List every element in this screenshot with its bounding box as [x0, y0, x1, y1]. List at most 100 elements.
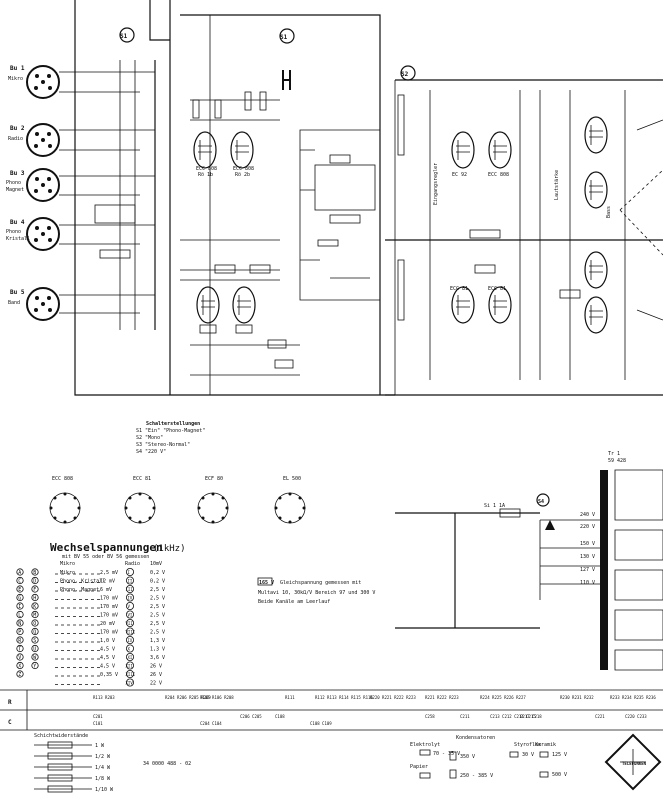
c-group-label: C108 C109	[310, 721, 332, 726]
row-circle-label: I	[128, 570, 131, 575]
svg-text:EC 92: EC 92	[452, 172, 467, 178]
trafo-core	[600, 470, 608, 670]
socket-bu5-label: Bu 5	[10, 289, 25, 296]
tube-v10	[584, 251, 608, 289]
label-bass: Bass	[606, 206, 612, 218]
row-marker-left: T	[18, 647, 21, 653]
socket-bu1-sub: Mikro	[8, 76, 23, 82]
svg-text:Papier: Papier	[410, 764, 428, 770]
resistor-legend: Schichtwiderstände 1 W1/2 W1/4 W1/8 W1/1…	[34, 733, 114, 793]
resistor-symbol	[47, 741, 73, 749]
svg-text:Tr 1: Tr 1	[608, 451, 620, 457]
svg-text:S1 "Ein" "Phono-Magnet": S1 "Ein" "Phono-Magnet"	[136, 428, 205, 434]
r-group-label: R204 R206 R205 R209	[165, 695, 211, 700]
row-value: 4,5 V	[100, 647, 115, 653]
row-marker-right: U	[33, 647, 36, 653]
row-description: Mikro	[60, 570, 75, 576]
row-circle-label: II	[128, 579, 133, 584]
capacitor-legend: Kondensatoren Elektrolyt 70 - 35 V 350 V…	[410, 735, 567, 779]
row-value: 12 mV	[100, 579, 115, 585]
socket-bu2-label: Bu 2	[10, 125, 25, 132]
row-circle-label: X	[128, 647, 131, 652]
c-group-label: C221	[595, 714, 605, 719]
socket-bu3-sub: Phono	[6, 180, 21, 186]
row-circle-label: XIII	[126, 672, 136, 677]
row-output: 1,3 V	[150, 647, 165, 653]
row-value: 6 mV	[100, 587, 112, 593]
c-group-label: C206 C205	[240, 714, 262, 719]
c-group-label: C211	[460, 714, 470, 719]
row-value: 1,0 V	[100, 638, 115, 644]
tube-v5: EC 92	[451, 131, 475, 178]
svg-text:Beide Kanäle am Leerlauf: Beide Kanäle am Leerlauf	[258, 599, 330, 605]
svg-text:350 V: 350 V	[460, 754, 475, 760]
resistor-symbol	[47, 752, 73, 760]
row-output: 2,5 V	[150, 604, 165, 610]
c-group-label: C201	[93, 714, 103, 719]
tube-v4	[232, 286, 256, 334]
socket-bu1-label: Bu 1	[10, 65, 25, 72]
socket-bu1: Bu 1 Mikro	[8, 65, 60, 99]
row-circle-label: III	[126, 587, 134, 592]
row-circle-label: VI	[128, 613, 133, 618]
row-marker-right: S	[33, 638, 36, 644]
row-circle-label: IX	[128, 638, 133, 643]
row-circle-label: XIV	[126, 681, 134, 686]
row-value: 20 mV	[100, 621, 115, 627]
svg-text:S4 "220 V": S4 "220 V"	[136, 449, 166, 455]
svg-text:S3 "Stereo-Normal": S3 "Stereo-Normal"	[136, 442, 190, 448]
dc-note: 165 V Gleichspannung gemessen mit Multav…	[257, 577, 375, 605]
svg-text:240 V: 240 V	[580, 512, 595, 518]
row-value: 4,5 V	[100, 664, 115, 670]
row-marker-right: Y	[33, 664, 36, 670]
svg-text:Keramik: Keramik	[535, 742, 556, 748]
row-marker-right: B	[33, 570, 36, 576]
svg-text:250 - 385 V: 250 - 385 V	[460, 773, 493, 779]
svg-text:110 V: 110 V	[580, 580, 595, 586]
switch-s1-left: S1	[119, 27, 135, 43]
amp-stage: Eingangsregler Lautstärke Bass EC 92 ECC…	[385, 79, 663, 396]
socket-bu2: Bu 2 Radio	[8, 123, 60, 157]
svg-text:Radio: Radio	[125, 561, 140, 567]
socket-bu4: Bu 4 Phono Kristall	[6, 217, 60, 251]
footer-code: 34 0000 488 - 02	[143, 761, 191, 767]
power-supply: Si 1 1A S4 240 V 220 V 150 V 130 V 127 V…	[395, 451, 663, 671]
svg-text:S2: S2	[401, 71, 409, 78]
row-value: 170 mV	[100, 613, 118, 619]
row-marker-right: H	[33, 596, 36, 602]
svg-text:70 - 35 V: 70 - 35 V	[433, 751, 460, 757]
row-marker-left: V	[18, 655, 21, 661]
row-output: 2,5 V	[150, 596, 165, 602]
svg-text:ECF 80: ECF 80	[205, 476, 223, 482]
r-group-label: R220 R221 R222 R223	[370, 695, 416, 700]
voltage-table-row: T U 4,5 V X 1,3 V	[16, 644, 165, 653]
svg-text:EL 500: EL 500	[283, 476, 301, 482]
switch-s1-right: S1	[279, 28, 295, 90]
tube-v1: ECC 808 Rö 1b	[193, 131, 217, 178]
row-value: 170 mV	[100, 604, 118, 610]
switch-s2: S2	[400, 65, 416, 81]
resistor-symbol	[47, 774, 73, 782]
svg-text:TELEFUNKEN: TELEFUNKEN	[622, 761, 647, 766]
r-group-label: R112 R113 R114 R115 R116	[315, 695, 373, 700]
row-output: 26 V	[150, 664, 162, 670]
svg-text:Kondensatoren: Kondensatoren	[456, 735, 495, 741]
resistor-symbol	[47, 763, 73, 771]
tube-v8: ECC 81	[488, 286, 512, 324]
row-value: 0,35 V	[100, 672, 118, 678]
r-group-label: R221 R222 R223	[425, 695, 459, 700]
row-marker-left: R	[18, 638, 22, 644]
tube-base-ecc808: ECC 808	[49, 476, 81, 524]
c-group-label: C217 C218	[520, 714, 542, 719]
svg-text:127 V: 127 V	[580, 567, 595, 573]
svg-text:Multavi 10, 30kΩ/V Bereich 97: Multavi 10, 30kΩ/V Bereich 97 und 300 V	[258, 590, 375, 596]
row-output: 2,5 V	[150, 621, 165, 627]
row-value: 170 mV	[100, 596, 118, 602]
row-value: 2,5 mV	[100, 570, 118, 576]
svg-text:S2 "Mono": S2 "Mono"	[136, 435, 163, 441]
socket-bu5-sub: Band	[8, 300, 20, 306]
